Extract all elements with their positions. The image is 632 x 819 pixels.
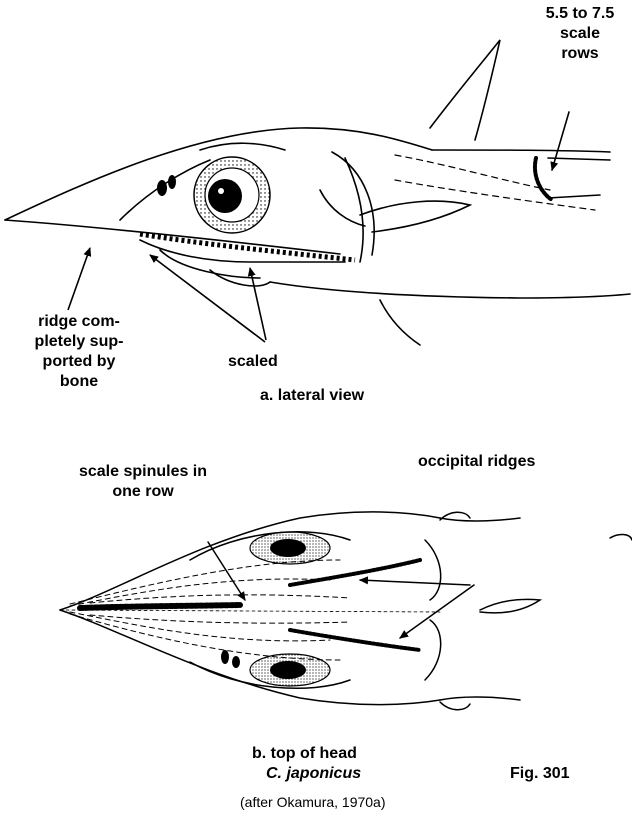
top-view-caption: b. top of head: [252, 744, 357, 764]
scale-rows-label: 5.5 to 7.5 scale rows: [530, 4, 630, 64]
ridge-line2: pletely sup-: [4, 332, 154, 352]
scale-rows-line2: scale: [530, 24, 630, 44]
top-view-drawing: [60, 512, 632, 710]
spinules-label: scale spinules in one row: [28, 462, 258, 502]
spinules-line1: scale spinules in: [28, 462, 258, 482]
species-name: C. japonicus: [266, 764, 361, 784]
lateral-eye: [194, 157, 270, 233]
lateral-view-caption: a. lateral view: [260, 386, 364, 406]
scaled-label: scaled: [228, 352, 278, 372]
top-eye-upper: [250, 532, 330, 564]
scale-rows-line3: rows: [530, 44, 630, 64]
lateral-view-drawing: [5, 40, 630, 345]
top-eye-lower: [250, 654, 330, 686]
ridge-line1: ridge com-: [4, 312, 154, 332]
occipital-ridges-label: occipital ridges: [418, 452, 535, 472]
lateral-scale-ridge: [140, 234, 355, 260]
figure-number: Fig. 301: [510, 764, 570, 784]
ridge-line4: bone: [4, 372, 154, 392]
ridge-label: ridge com- pletely sup- ported by bone: [4, 312, 154, 392]
scale-rows-line1: 5.5 to 7.5: [530, 4, 630, 24]
spinules-line2: one row: [28, 482, 258, 502]
citation: (after Okamura, 1970a): [240, 792, 386, 812]
ridge-line3: ported by: [4, 352, 154, 372]
